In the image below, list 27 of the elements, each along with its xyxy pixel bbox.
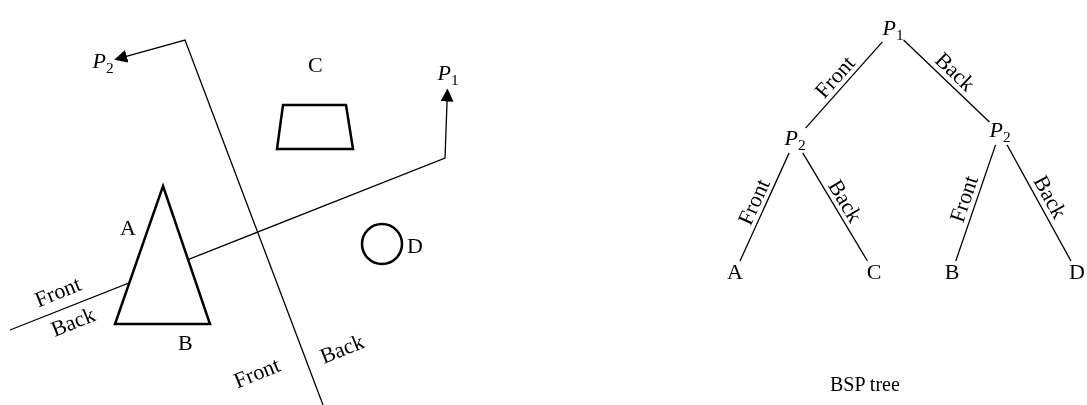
node-label: P$_{2}$ bbox=[92, 50, 114, 76]
tree-branch bbox=[739, 152, 790, 262]
edge-label: Front bbox=[946, 172, 983, 226]
caption: BSP tree bbox=[830, 374, 900, 394]
tree-branch bbox=[802, 152, 869, 262]
tree-branch bbox=[902, 39, 991, 123]
side-label: Back bbox=[316, 330, 368, 368]
shape-label: B bbox=[178, 332, 193, 354]
side-label: Back bbox=[47, 303, 99, 341]
plane-line-arrow bbox=[114, 39, 324, 405]
shape-label: A bbox=[120, 217, 136, 239]
node-label: A bbox=[727, 261, 743, 283]
node-label: B bbox=[944, 261, 960, 283]
node-label: P$_{1}$ bbox=[437, 62, 459, 88]
node-label: P$_{2}$ bbox=[784, 127, 806, 153]
node-label: P$_{2}$ bbox=[989, 119, 1011, 145]
edge-label: Front bbox=[733, 175, 774, 229]
tree-branch bbox=[955, 144, 997, 262]
node-label: C bbox=[866, 261, 882, 283]
node-label: P$_{1}$ bbox=[882, 17, 904, 43]
edge-label: Back bbox=[1029, 172, 1071, 223]
side-label: Front bbox=[230, 353, 284, 393]
shape-label: D bbox=[407, 235, 423, 257]
shape-label: C bbox=[308, 54, 323, 76]
tree-branch bbox=[1006, 144, 1072, 262]
tree-branch bbox=[804, 41, 884, 129]
node-label: D bbox=[1069, 261, 1085, 283]
